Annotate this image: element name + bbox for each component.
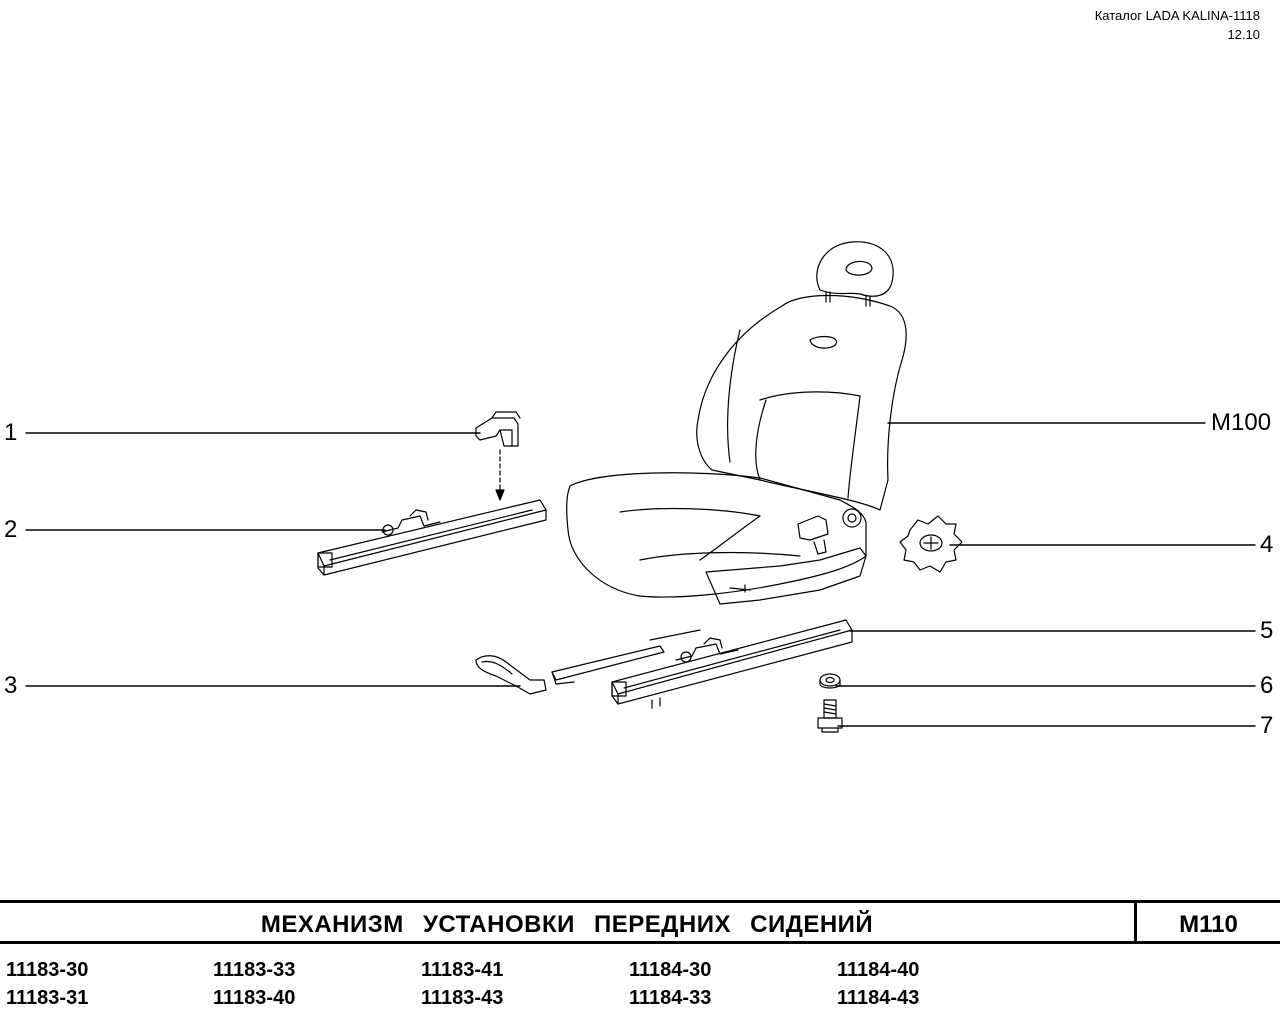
callout-m100: M100: [1211, 409, 1272, 436]
seat-m100: [566, 241, 907, 605]
catalog-date: 12.10: [1227, 27, 1260, 42]
assembly-arrow: [495, 449, 505, 501]
model-code: 11184-43: [837, 987, 920, 1009]
leader-lines: [25, 422, 1256, 727]
callout-4: 4: [1260, 531, 1274, 558]
callout-3: 3: [4, 672, 18, 699]
seat-mechanism-drawing: [25, 241, 1256, 733]
model-code: 11184-33: [629, 987, 712, 1009]
section-title: МЕХАНИЗМ УСТАНОВКИ ПЕРЕДНИХ СИДЕНИЙ: [260, 911, 874, 938]
catalog-title: Каталог LADA KALINA-1118: [1094, 8, 1260, 23]
callout-2: 2: [4, 516, 18, 543]
part-7-bolt: [817, 699, 843, 733]
part-5-rail: [551, 619, 853, 709]
model-code: 11183-31: [6, 987, 89, 1009]
model-code: 11184-40: [837, 959, 920, 981]
model-code: 11183-33: [213, 959, 296, 981]
section-code: M110: [1179, 911, 1238, 938]
callout-1: 1: [4, 419, 18, 446]
part-2-rail: [317, 499, 547, 576]
model-code: 11183-43: [421, 987, 504, 1009]
title-bar: МЕХАНИЗМ УСТАНОВКИ ПЕРЕДНИХ СИДЕНИЙ M110: [0, 900, 1280, 944]
callout-5: 5: [1260, 617, 1274, 644]
callout-6: 6: [1260, 672, 1274, 699]
model-code: 11183-40: [213, 987, 296, 1009]
title-divider: [1134, 903, 1137, 941]
model-code: 11184-30: [629, 959, 712, 981]
part-3-lever: [475, 655, 547, 695]
part-4-knob: [899, 515, 963, 573]
callout-7: 7: [1260, 712, 1274, 739]
part-1-bracket: [475, 411, 521, 447]
model-code: 11183-30: [6, 959, 89, 981]
model-code: 11183-41: [421, 959, 504, 981]
part-6-washer: [819, 673, 841, 689]
